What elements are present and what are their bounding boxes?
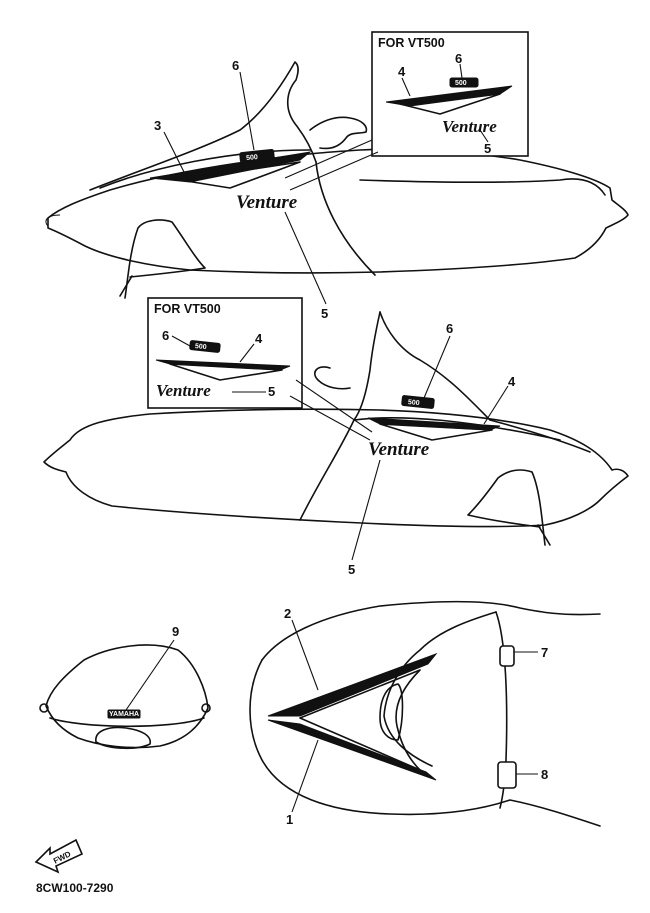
windshield-front-view: YAMAHA bbox=[39, 644, 211, 750]
callout-6-top: 6 bbox=[232, 58, 239, 73]
callout-3: 3 bbox=[154, 118, 161, 133]
inset-vt500-mid: FOR VT500 500 Venture bbox=[147, 297, 303, 409]
callout-8: 8 bbox=[541, 767, 548, 782]
callout-5-inset-top: 5 bbox=[484, 141, 491, 156]
part-code: 8CW100-7290 bbox=[36, 881, 114, 895]
badge-500-mid: 500 bbox=[408, 399, 420, 407]
callout-4-inset-top: 4 bbox=[398, 64, 406, 79]
inset-vt500-top: FOR VT500 500 Venture bbox=[371, 31, 529, 157]
callout-9: 9 bbox=[172, 624, 179, 639]
venture-emblem: Venture bbox=[236, 192, 298, 213]
hood-top-view bbox=[249, 600, 601, 827]
callout-6-inset-mid: 6 bbox=[162, 328, 169, 343]
venture-emblem-mid: Venture bbox=[368, 439, 430, 460]
inset-emblem-mid: Venture bbox=[156, 381, 211, 400]
inset-title-top: FOR VT500 bbox=[378, 36, 445, 50]
inset-emblem-top: Venture bbox=[442, 117, 497, 136]
inset-badge-top: 500 bbox=[455, 80, 467, 87]
callout-5-top: 5 bbox=[321, 306, 328, 321]
callout-2: 2 bbox=[284, 606, 291, 621]
callout-7: 7 bbox=[541, 645, 548, 660]
callout-6-mid: 6 bbox=[446, 321, 453, 336]
sled-left-view: 500 Venture bbox=[45, 61, 629, 299]
forward-arrow-icon: FWD bbox=[34, 838, 84, 874]
callout-5-mid: 5 bbox=[348, 562, 355, 577]
callout-4-mid: 4 bbox=[508, 374, 516, 389]
inset-title-mid: FOR VT500 bbox=[154, 302, 221, 316]
callout-5-inset-mid: 5 bbox=[268, 384, 275, 399]
callout-6-inset-top: 6 bbox=[455, 51, 462, 66]
badge-500-text: 500 bbox=[246, 154, 258, 162]
callout-4-inset-mid: 4 bbox=[255, 331, 263, 346]
windshield-badge: YAMAHA bbox=[109, 711, 139, 718]
inset-badge-mid: 500 bbox=[195, 343, 207, 351]
sled-right-view: 500 Venture bbox=[43, 311, 629, 546]
callout-1: 1 bbox=[286, 812, 293, 827]
